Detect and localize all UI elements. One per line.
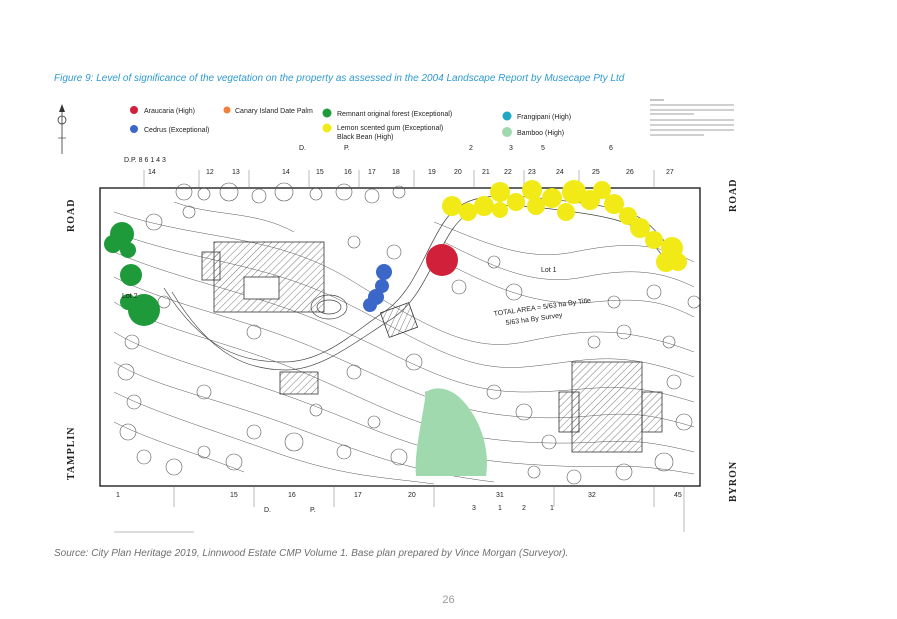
legend-label-palm: Canary Island Date Palm (235, 108, 313, 115)
top-mark-p: P. (344, 145, 350, 152)
svg-text:13: 13 (232, 169, 240, 176)
svg-text:2: 2 (522, 505, 526, 512)
road-right-bottom: BYRON (728, 461, 739, 502)
svg-text:1: 1 (550, 505, 554, 512)
araucaria-tree (426, 244, 458, 276)
forest-tree (104, 235, 122, 253)
bottom-marks: D. P. 3 1 2 1 (264, 505, 554, 514)
road-left-bottom: TAMPLIN (66, 427, 77, 480)
svg-text:17: 17 (354, 492, 362, 499)
outline-trees (117, 182, 701, 485)
road-left-top: ROAD (66, 199, 77, 232)
svg-text:1: 1 (116, 492, 120, 499)
svg-text:45: 45 (674, 492, 682, 499)
svg-text:15: 15 (316, 169, 324, 176)
cedrus-tree (363, 298, 377, 312)
forest-tree (120, 242, 136, 258)
buildings (201, 241, 663, 453)
legend-swatch-forest (322, 108, 332, 118)
legend-label-frangipani: Frangipani (High) (517, 114, 571, 121)
legend-swatch-palm (223, 106, 231, 114)
legend-swatch-frangipani (502, 111, 512, 121)
svg-text:21: 21 (482, 169, 490, 176)
svg-text:14: 14 (282, 169, 290, 176)
legend-swatch-araucaria (130, 106, 138, 114)
property-boundary (99, 187, 701, 487)
forest-tree (120, 264, 142, 286)
vegetation-overlay (104, 180, 687, 476)
top-mark-2: 2 (469, 145, 473, 152)
top-mark-6: 6 (609, 145, 613, 152)
svg-text:1: 1 (498, 505, 502, 512)
svg-text:23: 23 (528, 169, 536, 176)
legend-label-gum: Lemon scented gum (Exceptional) (337, 125, 443, 132)
north-arrow-icon (57, 104, 67, 154)
svg-text:18: 18 (392, 169, 400, 176)
road-right-top: ROAD (728, 179, 739, 212)
legend-label-blackbean: Black Bean (High) (337, 134, 393, 141)
legend-label-cedrus: Cedrus (Exceptional) (144, 127, 209, 134)
svg-text:16: 16 (288, 492, 296, 499)
svg-text:17: 17 (368, 169, 376, 176)
svg-text:12: 12 (206, 169, 214, 176)
svg-text:16: 16 (344, 169, 352, 176)
lot-label: Lot 1 (541, 267, 557, 274)
legend-label-forest: Remnant original forest (Exceptional) (337, 111, 452, 118)
gum-row (442, 180, 687, 272)
forest-tree (120, 294, 136, 310)
lot-left-label: Lot 2 (122, 293, 138, 300)
top-lot-numbers: 14 12 13 14 15 16 17 18 19 20 21 22 23 2… (148, 169, 674, 176)
svg-text:31: 31 (496, 492, 504, 499)
legend-swatch-cedrus (130, 125, 138, 133)
top-mark-5: 5 (541, 145, 545, 152)
legend-swatch-gum (322, 123, 332, 133)
svg-text:P.: P. (310, 507, 316, 514)
svg-text:20: 20 (454, 169, 462, 176)
site-plan: Araucaria (High) Canary Island Date Palm… (54, 92, 754, 544)
svg-text:22: 22 (504, 169, 512, 176)
bottom-lot-numbers: 1 15 16 17 20 31 32 45 (116, 492, 682, 499)
svg-text:26: 26 (626, 169, 634, 176)
svg-text:19: 19 (428, 169, 436, 176)
plan-notes (650, 99, 734, 136)
legend-label-bamboo: Bamboo (High) (517, 130, 564, 137)
svg-text:20: 20 (408, 492, 416, 499)
bamboo-grove (415, 388, 488, 476)
svg-text:15: 15 (230, 492, 238, 499)
legend-swatch-bamboo (502, 127, 512, 137)
top-mark-3: 3 (509, 145, 513, 152)
svg-text:3: 3 (472, 505, 476, 512)
svg-text:14: 14 (148, 169, 156, 176)
legend-label-araucaria: Araucaria (High) (144, 108, 195, 115)
svg-text:D.: D. (264, 507, 271, 514)
rear-building (571, 361, 643, 453)
dp-label: D.P. 8 6 1 4 3 (124, 157, 166, 164)
svg-text:25: 25 (592, 169, 600, 176)
svg-text:27: 27 (666, 169, 674, 176)
top-mark-d: D. (299, 145, 306, 152)
svg-text:32: 32 (588, 492, 596, 499)
page-number: 26 (442, 594, 455, 606)
site-plan-drawing: Araucaria (High) Canary Island Date Palm… (57, 99, 739, 533)
legend: Araucaria (High) Canary Island Date Palm… (130, 106, 571, 141)
cedrus-tree (376, 264, 392, 280)
figure-caption: Figure 9: Level of significance of the v… (54, 73, 625, 84)
figure-source: Source: City Plan Heritage 2019, Linnwoo… (54, 548, 569, 559)
svg-text:24: 24 (556, 169, 564, 176)
